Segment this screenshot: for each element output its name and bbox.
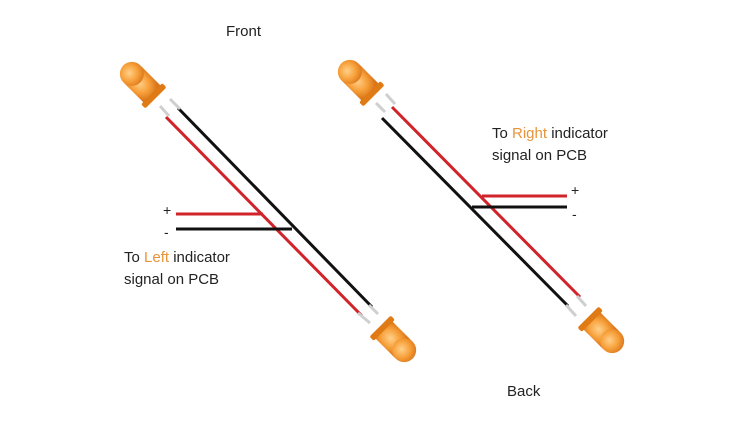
back-top-led-leg	[384, 92, 397, 106]
front-black-wire	[176, 106, 374, 309]
right-indicator-note: To Right indicator signal on PCB	[492, 123, 608, 167]
left-note-prefix: To	[124, 249, 145, 266]
back-black-wire	[380, 116, 570, 308]
back-bottom-led-leg	[564, 303, 578, 318]
left-note-line1: To Left indicator	[124, 247, 230, 269]
back-top-led	[337, 59, 384, 106]
back-red-wire	[390, 105, 582, 299]
right-note-prefix: To	[492, 125, 513, 142]
right-note-line1: To Right indicator	[492, 123, 608, 145]
front-top-led	[119, 61, 166, 108]
front-top-led-leg	[158, 104, 171, 118]
left-note-line2: signal on PCB	[124, 271, 220, 288]
front-assembly	[119, 61, 417, 363]
front-bottom-led-leg	[357, 311, 371, 325]
front-label: Front	[226, 23, 262, 40]
right-note-highlight: Right	[512, 125, 548, 142]
left-note-highlight: Left	[144, 249, 170, 266]
front-top-led-leg	[168, 97, 182, 111]
right-positive-sign: +	[571, 182, 580, 198]
right-note-suffix: indicator	[547, 125, 608, 142]
right-note-line2: signal on PCB	[492, 147, 588, 164]
right-negative-sign: -	[572, 206, 577, 222]
front-bottom-led-leg	[367, 303, 380, 316]
back-label: Back	[507, 383, 541, 400]
back-top-led-leg	[374, 101, 387, 114]
left-negative-sign: -	[164, 224, 169, 240]
back-bottom-led	[578, 307, 625, 354]
front-red-wire	[164, 115, 364, 318]
back-bottom-led-leg	[575, 294, 588, 308]
left-note-suffix: indicator	[169, 249, 230, 266]
left-indicator-note: To Left indicator signal on PCB	[124, 247, 230, 291]
front-bottom-led	[370, 316, 417, 363]
left-positive-sign: +	[163, 202, 172, 218]
back-assembly	[337, 59, 625, 354]
